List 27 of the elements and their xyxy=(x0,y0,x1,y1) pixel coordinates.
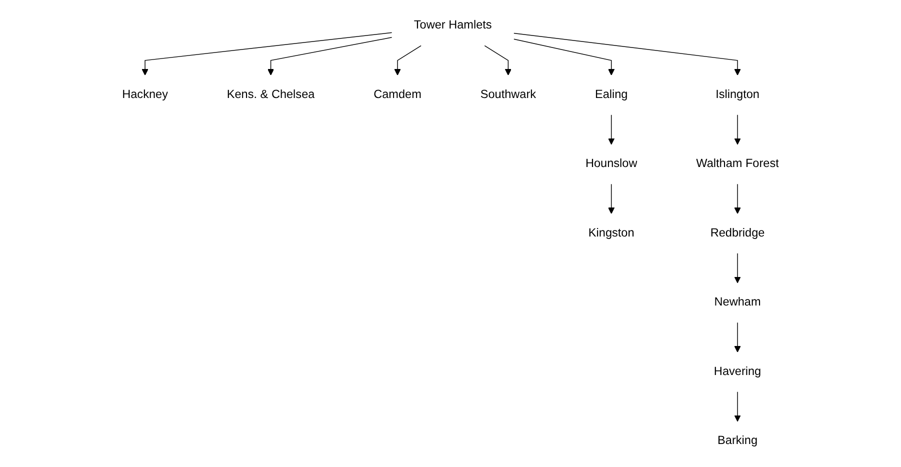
node-text: Tower Hamlets xyxy=(414,19,492,32)
node-text: Redbridge xyxy=(710,226,765,240)
arrow xyxy=(608,114,615,145)
node-text: Camdem xyxy=(374,88,422,101)
arrow xyxy=(484,45,512,76)
node-text: Waltham Forest xyxy=(696,158,779,170)
arrow xyxy=(394,45,422,76)
arrow xyxy=(142,32,392,76)
node-text: Newham xyxy=(714,296,761,309)
arrow xyxy=(734,322,741,352)
node-text: Hounslow xyxy=(585,158,638,170)
node-text: Kens. & Chelsea xyxy=(226,88,315,101)
arrow xyxy=(734,184,741,214)
arrow xyxy=(734,392,741,422)
node-text: Ealing xyxy=(594,88,628,101)
node-text: Kingston xyxy=(588,226,634,240)
arrow xyxy=(608,184,615,214)
arrow xyxy=(514,32,741,76)
arrow xyxy=(514,38,615,76)
node-text: Southwark xyxy=(480,88,536,101)
arrow xyxy=(734,114,741,145)
node-text: Hackney xyxy=(122,88,168,101)
arrow xyxy=(734,253,741,284)
arrow xyxy=(268,37,392,76)
node-text: Barking xyxy=(718,434,758,448)
node-text: Havering xyxy=(714,365,762,378)
node-text: Islington xyxy=(716,88,760,101)
